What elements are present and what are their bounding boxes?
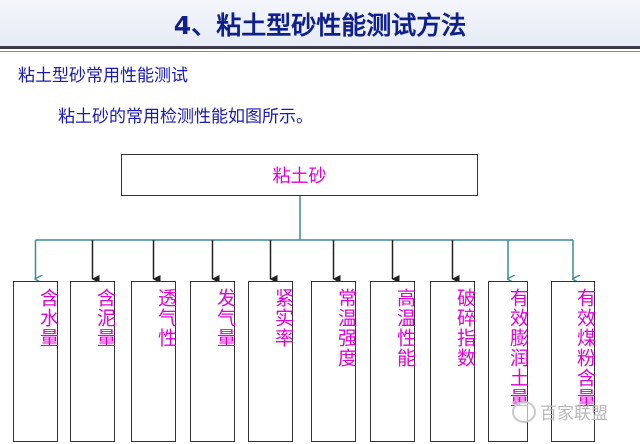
child-node-label: 高温性能 — [394, 288, 416, 368]
watermark-text: 百家联盟 — [540, 404, 608, 424]
child-node: 常温强度 — [311, 281, 357, 442]
child-node: 含泥量 — [70, 281, 116, 442]
title-divider-thin — [0, 51, 640, 52]
child-node: 破碎指数 — [430, 281, 476, 442]
child-node-label: 透气性 — [155, 288, 177, 348]
root-node-label: 粘土砂 — [272, 166, 327, 187]
title-bar — [0, 0, 640, 48]
child-node-label: 有效膨润土量 — [507, 288, 529, 408]
root-node: 粘土砂 — [121, 154, 478, 196]
child-node: 有效煤粉含量 — [551, 281, 596, 442]
title-divider — [0, 46, 640, 49]
wechat-icon — [512, 400, 536, 423]
child-node-label: 紧实率 — [272, 288, 294, 348]
child-node: 有效膨润土量 — [488, 281, 529, 442]
child-node-label: 含泥量 — [94, 288, 116, 348]
child-node: 紧实率 — [248, 281, 294, 442]
section-subtitle: 粘土型砂常用性能测试 — [18, 66, 188, 86]
child-node: 透气性 — [131, 281, 177, 442]
child-node-label: 含水量 — [37, 288, 59, 348]
child-node-label: 破碎指数 — [454, 288, 476, 368]
child-node: 发气量 — [190, 281, 236, 442]
child-node-label: 有效煤粉含量 — [574, 288, 596, 408]
watermark: 百家联盟 — [512, 399, 608, 424]
child-node-label: 发气量 — [214, 288, 236, 348]
child-node: 高温性能 — [370, 281, 416, 442]
child-node: 含水量 — [13, 281, 59, 442]
child-node-label: 常温强度 — [335, 288, 357, 368]
page-title: 4、粘土型砂性能测试方法 — [173, 11, 467, 40]
section-description: 粘土砂的常用检测性能如图所示。 — [58, 107, 313, 127]
